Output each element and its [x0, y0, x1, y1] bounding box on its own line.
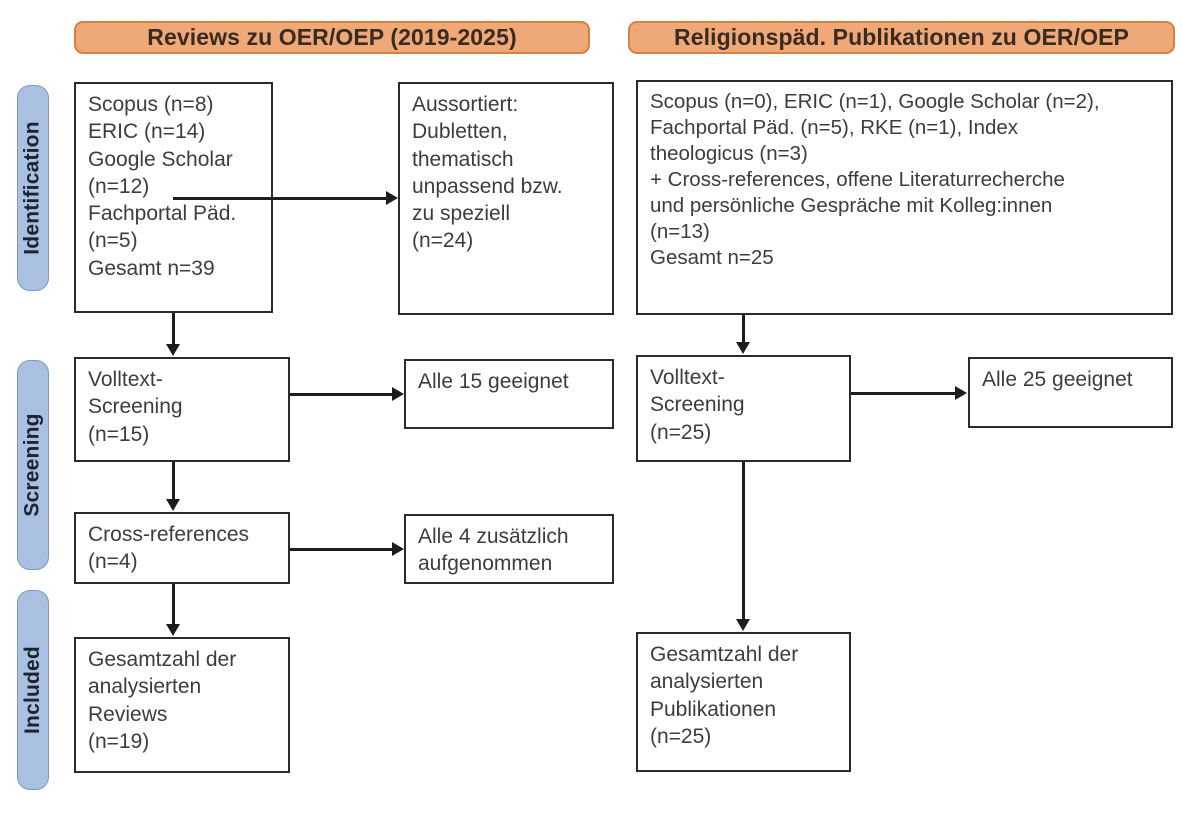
connector-right-fulltext-to-result [851, 392, 956, 395]
left-excluded-box: Aussortiert: Dubletten, thematisch unpas… [398, 82, 614, 315]
connector-left-sources-to-fulltext [172, 313, 175, 345]
connector-left-sources-to-excluded [173, 197, 387, 200]
stage-pill-identification-label: Identification [21, 121, 44, 255]
column-header-reviews: Reviews zu OER/OEP (2019-2025) [74, 21, 590, 54]
right-fulltext-screening-box: Volltext- Screening (n=25) [636, 355, 851, 462]
arrowhead-right-fulltext-to-result [955, 386, 967, 400]
left-fulltext-screening-box: Volltext- Screening (n=15) [74, 357, 290, 462]
arrowhead-left-fulltext-to-crossrefs [166, 499, 180, 511]
arrowhead-left-sources-to-fulltext [166, 344, 180, 356]
connector-left-fulltext-to-result [290, 393, 393, 396]
right-sources-box: Scopus (n=0), ERIC (n=1), Google Scholar… [636, 80, 1173, 315]
stage-pill-screening-label: Screening [21, 413, 44, 517]
right-fulltext-result-box: Alle 25 geeignet [968, 357, 1173, 428]
connector-right-fulltext-to-included [742, 462, 745, 620]
connector-left-crossrefs-to-result [290, 548, 393, 551]
left-included-total-box: Gesamtzahl der analysierten Reviews (n=1… [74, 637, 290, 773]
arrowhead-right-fulltext-to-included [736, 619, 750, 631]
arrowhead-left-crossrefs-to-included [166, 624, 180, 636]
left-crossreferences-box: Cross-references (n=4) [74, 512, 290, 584]
arrowhead-left-crossrefs-to-result [392, 542, 404, 556]
stage-pill-identification: Identification [17, 85, 49, 291]
stage-pill-screening: Screening [17, 360, 49, 570]
stage-pill-included: Included [17, 590, 49, 790]
column-header-publikationen: Religionspäd. Publikationen zu OER/OEP [628, 21, 1175, 54]
arrowhead-left-sources-to-excluded [386, 191, 398, 205]
connector-left-crossrefs-to-included [172, 584, 175, 625]
right-included-total-box: Gesamtzahl der analysierten Publikatione… [636, 632, 851, 772]
left-fulltext-result-box: Alle 15 geeignet [404, 359, 614, 429]
connector-left-fulltext-to-crossrefs [172, 462, 175, 500]
connector-right-sources-to-fulltext [742, 315, 745, 343]
arrowhead-left-fulltext-to-result [392, 387, 404, 401]
left-crossreferences-result-box: Alle 4 zusätzlich aufgenommen [404, 514, 614, 584]
arrowhead-right-sources-to-fulltext [736, 342, 750, 354]
stage-pill-included-label: Included [21, 646, 45, 734]
